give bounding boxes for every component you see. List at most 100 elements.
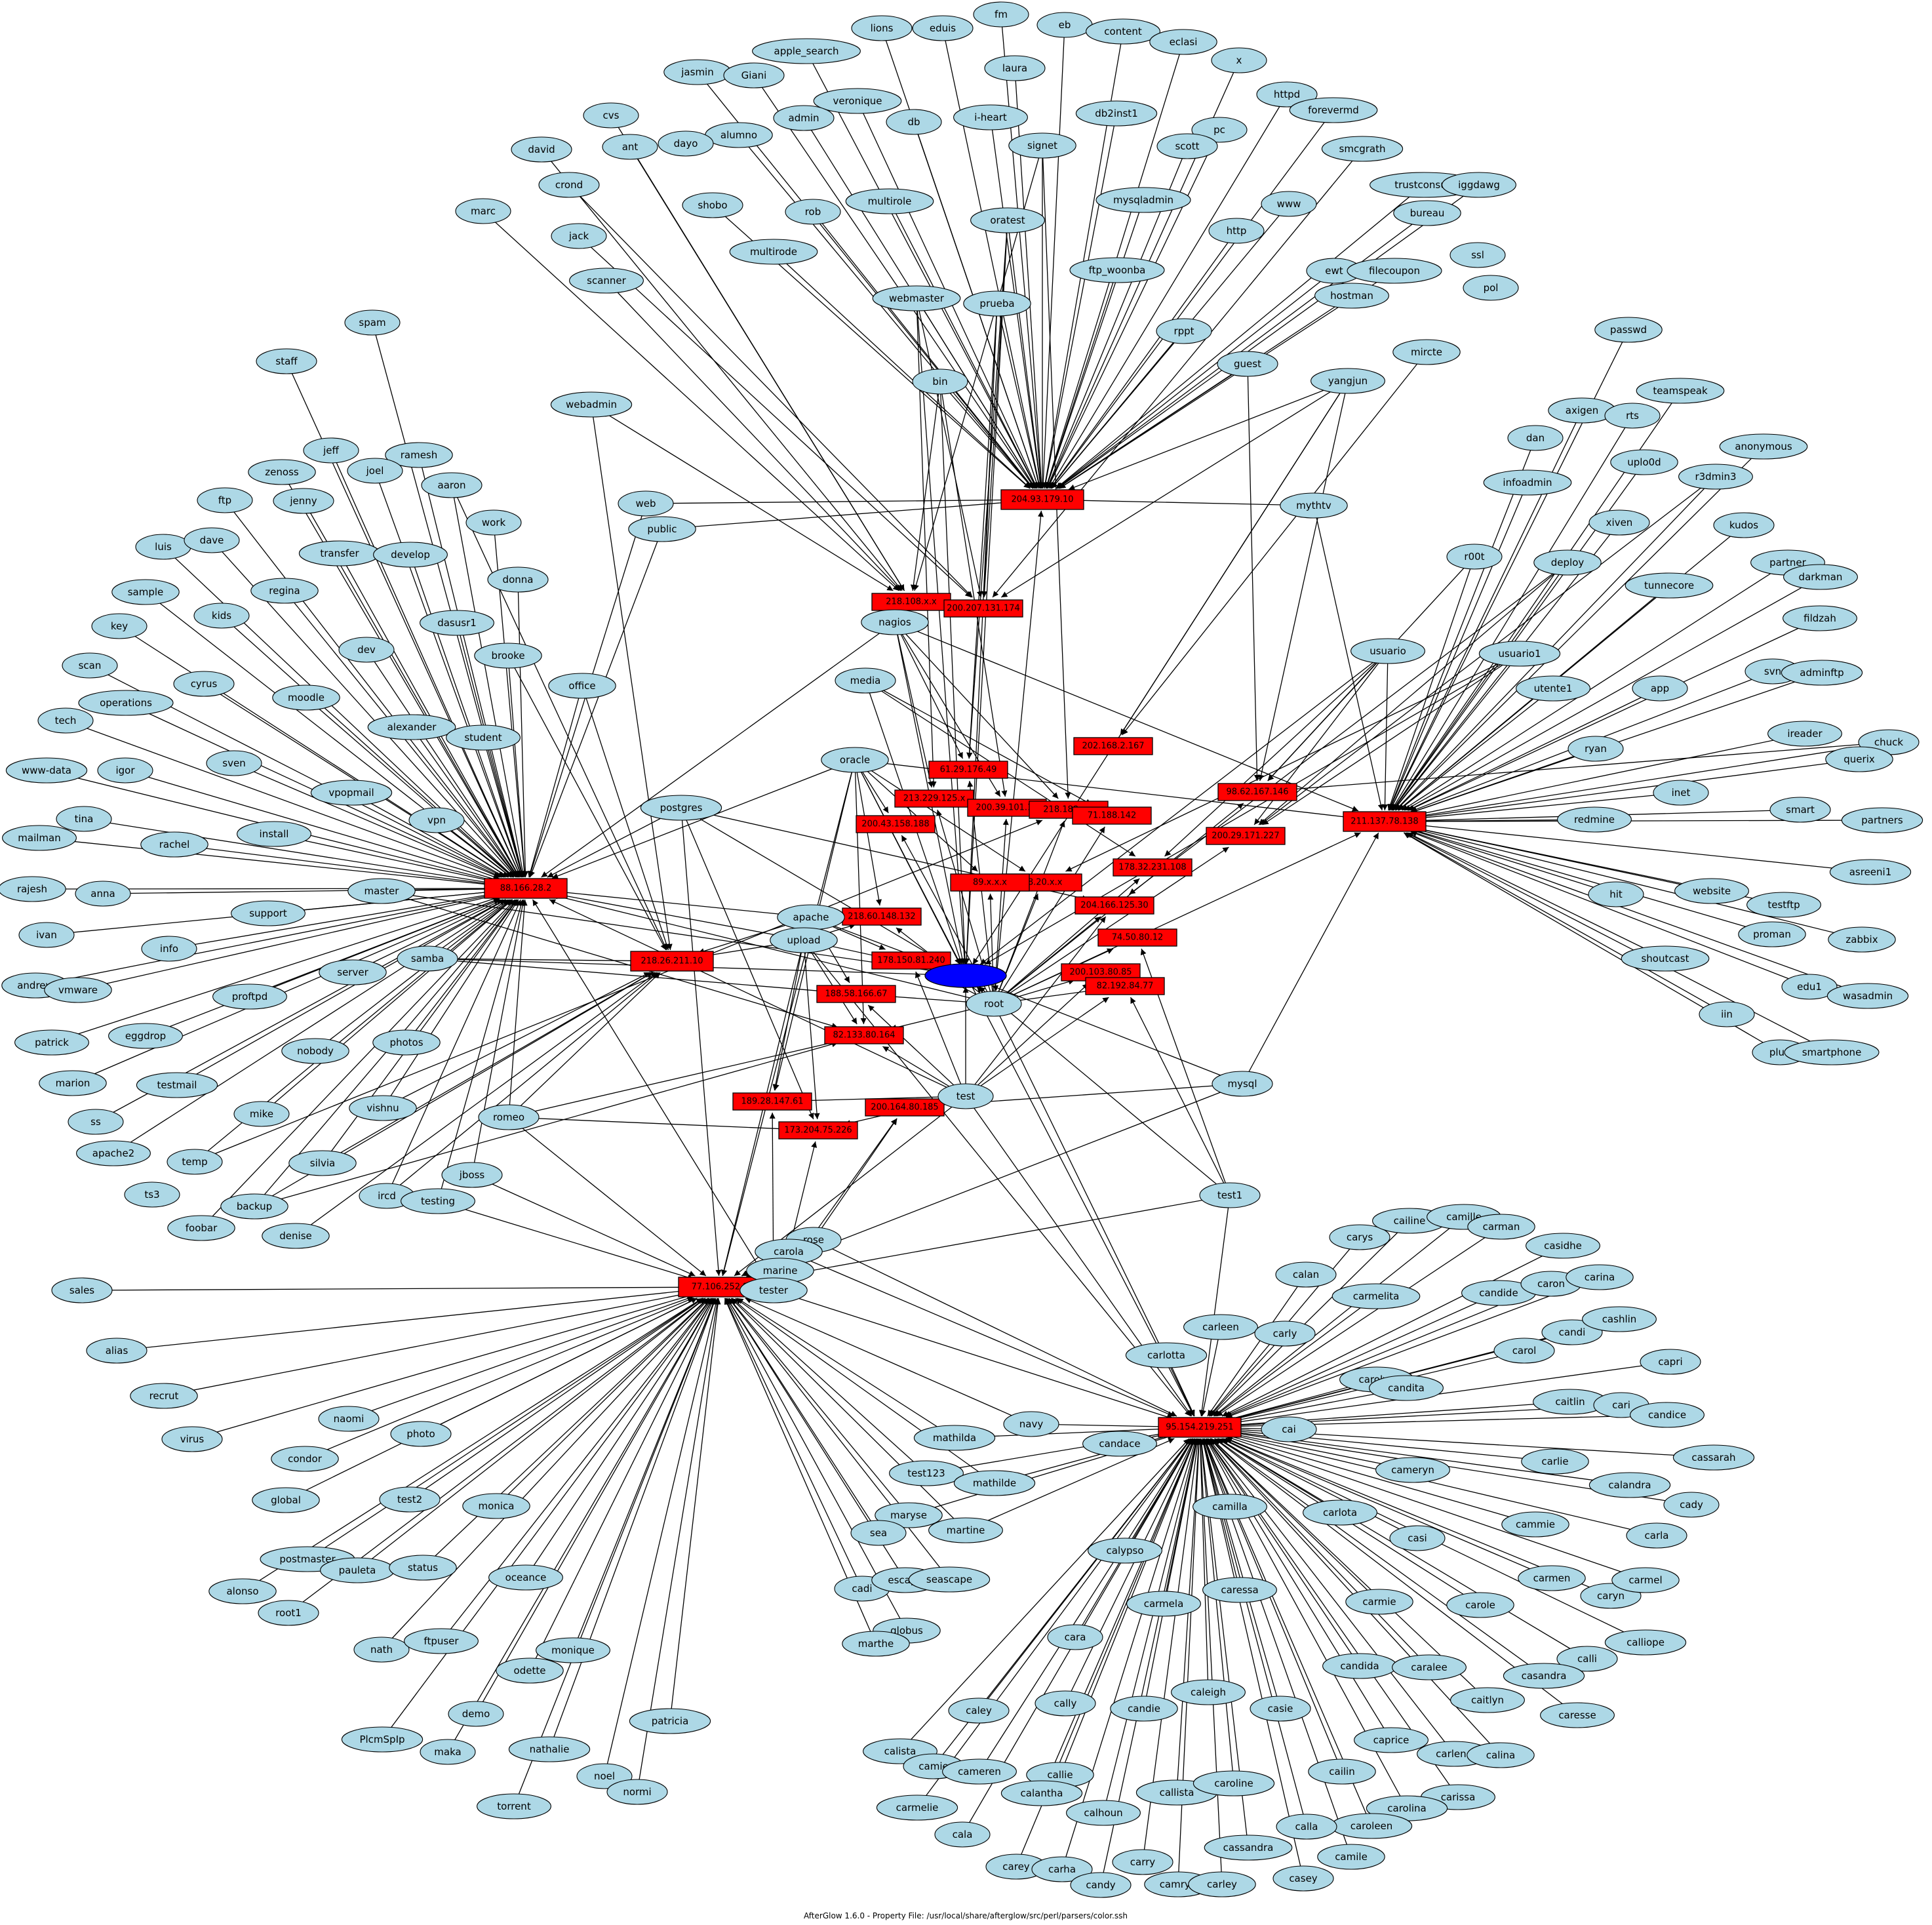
source-ip-node[interactable]: 200.29.171.227: [1206, 827, 1286, 845]
user-node[interactable]: brooke: [474, 643, 542, 669]
user-node[interactable]: kudos: [1713, 512, 1775, 538]
source-ip-node[interactable]: 189.28.147.61: [732, 1092, 812, 1111]
user-node[interactable]: proftpd: [212, 983, 287, 1010]
user-node[interactable]: ewt: [1306, 258, 1362, 284]
user-node[interactable]: calan: [1275, 1261, 1337, 1288]
source-ip-node[interactable]: 89.x.x.x: [950, 873, 1030, 892]
user-node[interactable]: prueba: [963, 290, 1031, 317]
user-node[interactable]: torrent: [477, 1793, 551, 1819]
user-node[interactable]: normi: [606, 1779, 668, 1805]
user-node[interactable]: yangjun: [1311, 368, 1385, 394]
user-node[interactable]: carol: [1493, 1338, 1555, 1364]
user-node[interactable]: scott: [1156, 133, 1218, 159]
user-node[interactable]: testmail: [136, 1072, 218, 1098]
user-node[interactable]: website: [1674, 878, 1749, 904]
user-node[interactable]: luis: [135, 534, 191, 560]
user-node[interactable]: ftpuser: [404, 1628, 479, 1654]
user-node[interactable]: vishnu: [349, 1095, 417, 1121]
user-node[interactable]: carha: [1031, 1856, 1093, 1882]
user-node[interactable]: crond: [538, 172, 600, 198]
user-node[interactable]: candy: [1070, 1872, 1132, 1898]
user-node[interactable]: pol: [1463, 275, 1519, 301]
user-node[interactable]: spam: [344, 309, 401, 336]
user-node[interactable]: carlie: [1521, 1448, 1589, 1475]
user-node[interactable]: candie: [1110, 1696, 1178, 1722]
user-node[interactable]: tunnecore: [1625, 572, 1714, 599]
user-node[interactable]: silvia: [288, 1150, 357, 1176]
user-node[interactable]: naomi: [318, 1406, 380, 1432]
user-node[interactable]: alias: [86, 1338, 148, 1364]
user-node[interactable]: db2inst1: [1075, 100, 1158, 127]
user-node[interactable]: anonymous: [1719, 433, 1808, 460]
user-node[interactable]: jeff: [303, 437, 359, 464]
user-node[interactable]: ts3: [124, 1181, 180, 1208]
user-node[interactable]: content: [1086, 18, 1160, 45]
user-node[interactable]: querix: [1825, 746, 1893, 772]
user-node[interactable]: seascape: [908, 1566, 991, 1593]
user-node[interactable]: marc: [455, 198, 511, 224]
user-node[interactable]: partners: [1841, 807, 1923, 833]
user-node[interactable]: master: [347, 878, 416, 904]
user-node[interactable]: carley: [1188, 1871, 1256, 1897]
user-node[interactable]: anna: [75, 881, 131, 907]
user-node[interactable]: usuario1: [1478, 641, 1561, 667]
user-node[interactable]: recrut: [130, 1383, 198, 1409]
user-node[interactable]: student: [446, 724, 521, 751]
user-node[interactable]: ant: [602, 134, 658, 160]
user-node[interactable]: test: [937, 1083, 994, 1109]
user-node[interactable]: carleen: [1183, 1314, 1258, 1340]
user-node[interactable]: multirode: [729, 239, 818, 265]
user-node[interactable]: dave: [184, 527, 240, 553]
source-ip-node[interactable]: 178.32.231.108: [1113, 858, 1193, 877]
user-node[interactable]: tina: [56, 806, 112, 832]
user-node[interactable]: carmen: [1518, 1565, 1586, 1591]
user-node[interactable]: patricia: [629, 1708, 711, 1734]
user-node[interactable]: candide: [1461, 1280, 1536, 1306]
user-node[interactable]: smartphone: [1784, 1039, 1880, 1065]
user-node[interactable]: uplo0d: [1610, 449, 1678, 475]
user-node[interactable]: rts: [1604, 403, 1661, 429]
user-node[interactable]: operations: [78, 690, 174, 716]
user-node[interactable]: vmware: [44, 977, 112, 1003]
user-node[interactable]: ivan: [18, 922, 75, 948]
user-node[interactable]: darkman: [1783, 564, 1858, 590]
source-ip-node[interactable]: 95.154.219.251: [1158, 1417, 1242, 1438]
user-node[interactable]: test1: [1199, 1182, 1261, 1208]
user-node[interactable]: eclasi: [1149, 29, 1217, 55]
user-node[interactable]: calypso: [1088, 1538, 1162, 1564]
source-ip-node[interactable]: 74.50.80.12: [1097, 928, 1177, 947]
user-node[interactable]: calhoun: [1066, 1800, 1141, 1826]
user-node[interactable]: mathilde: [953, 1470, 1036, 1496]
user-node[interactable]: casi: [1389, 1525, 1446, 1551]
user-node[interactable]: mircte: [1392, 339, 1461, 365]
user-node[interactable]: r3dmin3: [1678, 464, 1753, 490]
user-node[interactable]: temp: [167, 1149, 223, 1175]
user-node[interactable]: nagios: [861, 609, 929, 635]
user-node[interactable]: dasusr1: [420, 610, 494, 636]
user-node[interactable]: ramesh: [385, 442, 453, 468]
user-node[interactable]: i-heart: [953, 104, 1028, 130]
source-ip-node[interactable]: 178.150.81.240: [871, 951, 951, 970]
user-node[interactable]: marion: [39, 1070, 107, 1096]
source-ip-node[interactable]: 61.29.176.49: [928, 761, 1008, 779]
user-node[interactable]: carys: [1329, 1224, 1390, 1250]
user-node[interactable]: mythtv: [1280, 492, 1348, 519]
user-node[interactable]: root: [966, 991, 1022, 1017]
user-node[interactable]: photos: [372, 1029, 441, 1056]
user-node[interactable]: alumno: [705, 122, 773, 148]
source-ip-node[interactable]: 82.192.84.77: [1085, 977, 1165, 995]
user-node[interactable]: cameren: [942, 1758, 1017, 1785]
user-node[interactable]: calantha: [1000, 1780, 1083, 1806]
user-node[interactable]: alexander: [367, 714, 456, 740]
user-node[interactable]: multirole: [845, 188, 934, 214]
user-node[interactable]: oratest: [970, 207, 1045, 233]
user-node[interactable]: adminftp: [1781, 660, 1863, 686]
user-node[interactable]: casie: [1250, 1696, 1311, 1722]
user-node[interactable]: inet: [1653, 780, 1709, 806]
source-ip-node[interactable]: 200.207.131.174: [943, 599, 1023, 618]
user-node[interactable]: rob: [785, 199, 841, 225]
user-node[interactable]: scanner: [569, 268, 644, 294]
user-node[interactable]: caralee: [1392, 1654, 1467, 1680]
user-node[interactable]: asreeni1: [1829, 859, 1912, 885]
user-node[interactable]: romeo: [478, 1104, 540, 1130]
